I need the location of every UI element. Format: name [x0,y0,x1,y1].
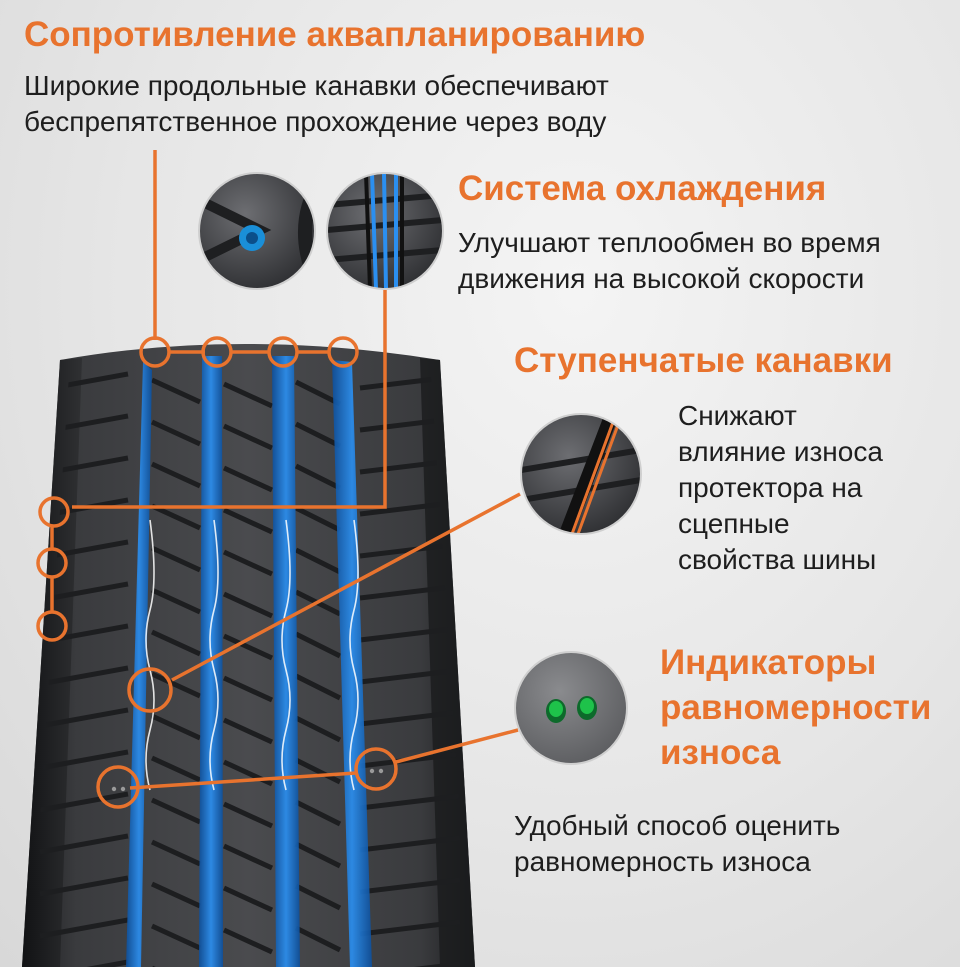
wear-indicator-dots [111,768,384,792]
cooling-description: Улучшают теплообмен во время движения на… [458,225,881,297]
tread-sipe [359,877,461,895]
tread-sipe [359,583,461,601]
tread-sipe [39,749,129,771]
tire-image [22,344,475,967]
tread-sipe [39,581,129,603]
step-callout-line [171,492,521,682]
stepped-grooves-title: Ступенчатые канавки [514,341,893,380]
tread-sipe [39,959,129,967]
wear-callout-line-2 [395,728,519,764]
wear-indicators-title: Индикаторы равномерности износа [660,640,931,775]
cooling-detail-circle-2 [327,173,443,289]
tread-sipe [150,419,202,447]
hydroplaning-title: Сопротивление аквапланированию [24,15,646,54]
title-line: износа [660,733,781,772]
tread-sipe [222,801,274,829]
tread-sipe [150,671,202,699]
tread-sipe [150,587,202,615]
description-line: Улучшают теплообмен во время [458,227,881,258]
tread-sipe [222,675,274,703]
tread-sipe [150,881,202,909]
description-line: влияние износа [678,436,883,467]
tread-sipe [39,791,129,813]
tread-sipe [359,709,461,727]
cooling-detail-circle-1-border [198,172,316,290]
description-line: Широкие продольные канавки обеспечивают [24,70,609,101]
tread-sipe [222,507,274,535]
tread-sipe [39,875,129,897]
tread-sipe [222,423,274,451]
tread-sipe [150,797,202,825]
description-line: свойства шины [678,544,877,575]
description-line: Снижают [678,400,797,431]
tread-sipe [222,633,274,661]
cooling-detail-circle-1 [199,173,315,289]
tread-sipe [294,883,342,911]
tread-sipe [222,465,274,493]
tread-sipe [150,377,202,405]
tread-sipe [359,793,461,811]
tread-sipe [222,549,274,577]
tread-sipe [222,591,274,619]
tread-sipe [150,713,202,741]
stepped-groove-detail-circle [521,414,641,534]
tread-sipe [150,629,202,657]
tread-sipe [294,673,342,701]
tread-sipe [222,885,274,913]
tread-sipe [294,799,342,827]
tread-sipe [150,503,202,531]
tread-sipe [222,717,274,745]
tread-sipe [39,707,129,729]
cooling-detail-circle-2-border [326,172,444,290]
tread-sipe [359,835,461,853]
tread-sipe [294,547,342,575]
title-line: равномерности [660,688,932,727]
wear-callout-line-1 [129,771,357,790]
tread-sipe [222,843,274,871]
wear-indicators-description: Удобный способ оценить равномерность изн… [514,808,840,880]
callout-markers [36,336,398,809]
stepped-grooves-description: Снижают влияние износа протектора на сце… [678,398,883,578]
tread-sipe [39,833,129,855]
tread-sipe [222,381,274,409]
tread-sipe [294,715,342,743]
tread-sipe [150,923,202,951]
tread-sipe [359,919,461,937]
tread-sipe [39,917,129,939]
description-line: беспрепятственное прохождение через воду [24,106,607,137]
tread-sipe [150,839,202,867]
tread-sipe [359,961,461,967]
description-line: сцепные [678,508,790,539]
tread-sipe [359,667,461,685]
description-line: равномерность износа [514,846,811,877]
cooling-title: Система охлаждения [458,169,827,208]
description-line: протектора на [678,472,863,503]
title-line: Индикаторы [660,643,877,682]
tread-sipe [150,545,202,573]
cooling-callout-line [72,290,387,509]
tread-sipe [39,665,129,687]
tread-sipe [294,505,342,533]
stepped-groove-detail-circle-border [520,413,642,535]
tread-sipe [294,379,342,407]
description-line: движения на высокой скорости [458,263,865,294]
tread-sipe [150,461,202,489]
hydroplaning-description: Широкие продольные канавки обеспечивают … [24,68,609,140]
callout-lines [50,150,521,790]
tread-sipe [294,463,342,491]
tread-sipe [150,755,202,783]
tread-sipe [294,631,342,659]
tread-sipe [222,927,274,955]
wear-indicator-detail-circle [514,651,628,765]
description-line: Удобный способ оценить [514,810,841,841]
tread-sipe [294,757,342,785]
tread-sipe [359,625,461,643]
tread-sipe [294,421,342,449]
tread-sipe [294,841,342,869]
tread-sipe [294,925,342,953]
